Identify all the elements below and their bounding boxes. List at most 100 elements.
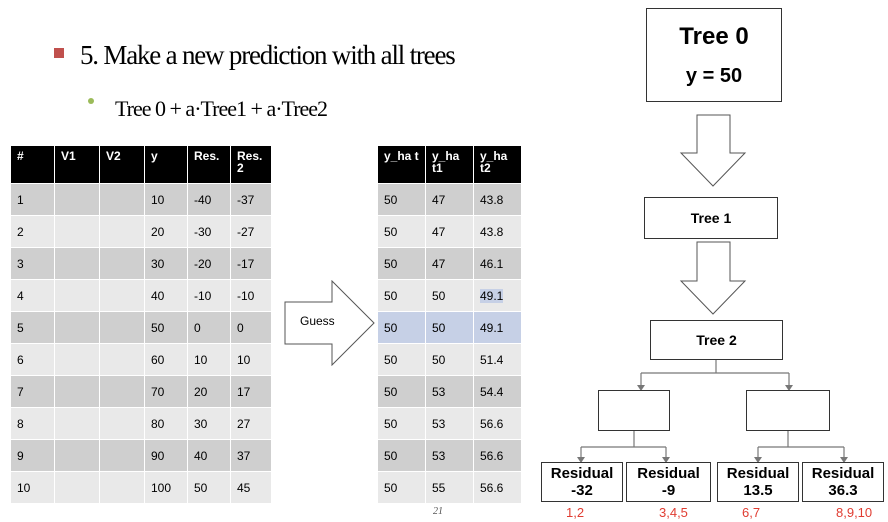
cell-res2: -27 — [230, 215, 272, 248]
tree1-title: Tree 1 — [690, 210, 732, 226]
cell-y: 30 — [144, 247, 188, 280]
cell-res2: 27 — [230, 407, 272, 440]
cell-y: 60 — [144, 343, 188, 376]
cell-v1 — [54, 343, 100, 376]
residual-leaf: Residual 36.3 — [802, 462, 884, 502]
cell-yhat2: 49.1 — [473, 311, 522, 344]
down-arrow — [679, 114, 747, 187]
header-res: Res. — [187, 145, 231, 184]
cell-index: 4 — [10, 279, 55, 312]
residual-index-label: 1,2 — [566, 505, 585, 520]
selected-text: 49.1 — [480, 288, 504, 303]
residual-index-label: 8,9,10 — [836, 505, 873, 520]
cell-v1 — [54, 471, 100, 504]
header-y: y — [144, 145, 188, 184]
cell-yhat1: 55 — [425, 471, 474, 504]
cell-res: 40 — [187, 439, 231, 472]
tree0-box: Tree 0 y = 50 — [646, 8, 782, 102]
table-header-row: # V1 V2 y Res. Res. 2 — [10, 145, 272, 184]
cell-yhat2: 56.6 — [473, 471, 522, 504]
cell-index: 10 — [10, 471, 55, 504]
residual-value: -9 — [661, 482, 676, 499]
cell-res2: -17 — [230, 247, 272, 280]
cell-index: 1 — [10, 183, 55, 216]
tree1-box: Tree 1 — [644, 197, 778, 239]
cell-yhat1: 50 — [425, 279, 474, 312]
residual-value: 36.3 — [828, 482, 858, 499]
cell-v1 — [54, 439, 100, 472]
cell-res: 30 — [187, 407, 231, 440]
guess-arrow — [284, 280, 375, 366]
cell-v2 — [99, 407, 145, 440]
cell-yhat2: 49.1 — [473, 279, 522, 312]
header-yhat1: y_ha t1 — [425, 145, 474, 184]
cell-y: 100 — [144, 471, 188, 504]
guess-label: Guess — [300, 314, 335, 328]
cell-y: 50 — [144, 311, 188, 344]
cell-v2 — [99, 279, 145, 312]
header-v2: V2 — [99, 145, 145, 184]
cell-yhat2: 51.4 — [473, 343, 522, 376]
tree0-value: y = 50 — [685, 64, 743, 87]
cell-index: 3 — [10, 247, 55, 280]
residual-value: -32 — [571, 482, 593, 499]
cell-index: 7 — [10, 375, 55, 408]
cell-yhat1: 53 — [425, 375, 474, 408]
cell-yhat: 50 — [377, 247, 426, 280]
residual-leaf: Residual -9 — [626, 462, 711, 502]
tree2-box: Tree 2 — [650, 320, 783, 360]
cell-yhat1: 47 — [425, 215, 474, 248]
cell-res2: -37 — [230, 183, 272, 216]
cell-res: -20 — [187, 247, 231, 280]
residual-value: 13.5 — [743, 482, 773, 499]
cell-yhat: 50 — [377, 439, 426, 472]
bullet-dot — [88, 98, 94, 104]
cell-v1 — [54, 183, 100, 216]
residual-index-label: 6,7 — [742, 505, 761, 520]
cell-yhat: 50 — [377, 343, 426, 376]
tree0-title: Tree 0 — [679, 22, 749, 50]
residual-title: Residual — [726, 465, 790, 482]
residual-title: Residual — [811, 465, 875, 482]
cell-index: 5 — [10, 311, 55, 344]
cell-res2: 0 — [230, 311, 272, 344]
cell-yhat2: 43.8 — [473, 215, 522, 248]
cell-v1 — [54, 279, 100, 312]
cell-yhat2: 56.6 — [473, 407, 522, 440]
cell-yhat: 50 — [377, 407, 426, 440]
cell-yhat: 50 — [377, 215, 426, 248]
cell-res: 50 — [187, 471, 231, 504]
cell-index: 2 — [10, 215, 55, 248]
cell-yhat2: 56.6 — [473, 439, 522, 472]
page-number: 21 — [433, 506, 443, 517]
header-yhat2: y_ha t2 — [473, 145, 522, 184]
cell-res2: 45 — [230, 471, 272, 504]
cell-yhat: 50 — [377, 311, 426, 344]
cell-y: 90 — [144, 439, 188, 472]
cell-yhat2: 54.4 — [473, 375, 522, 408]
cell-yhat1: 47 — [425, 247, 474, 280]
table-row: 3 30-20-17 — [10, 247, 272, 280]
cell-y: 70 — [144, 375, 188, 408]
cell-v2 — [99, 375, 145, 408]
cell-res: -10 — [187, 279, 231, 312]
residual-leaf: Residual -32 — [541, 462, 623, 502]
cell-res: 0 — [187, 311, 231, 344]
cell-v2 — [99, 215, 145, 248]
cell-res2: 17 — [230, 375, 272, 408]
residual-leaf: Residual 13.5 — [717, 462, 799, 502]
cell-yhat: 50 — [377, 375, 426, 408]
